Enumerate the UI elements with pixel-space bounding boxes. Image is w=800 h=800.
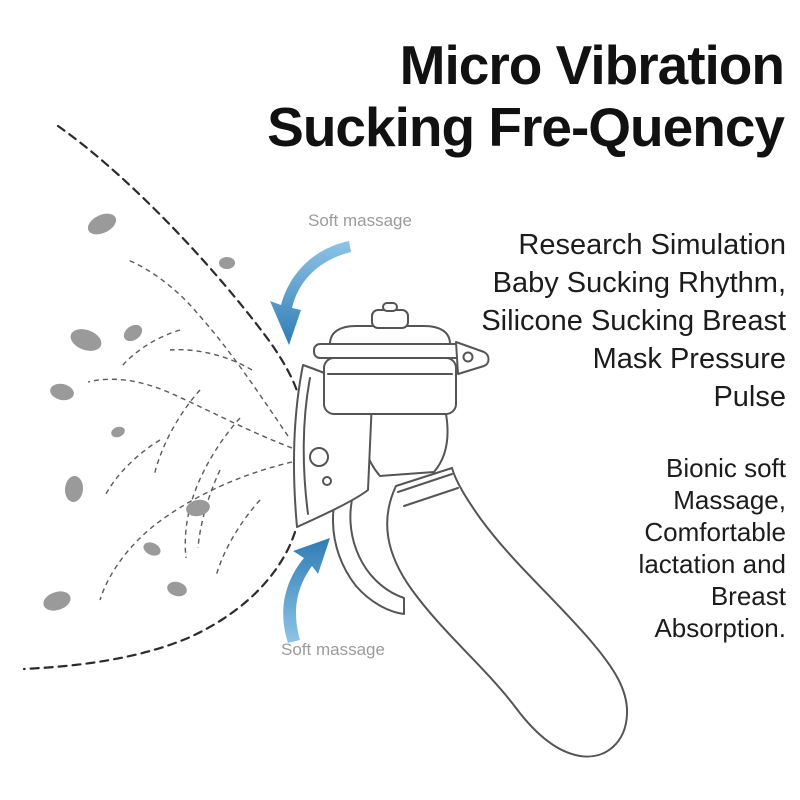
massage-arrow-top-icon (270, 241, 351, 345)
page-title: Micro Vibration Sucking Fre-Quency (267, 34, 785, 158)
pump-illustration (293, 302, 629, 758)
soft-massage-label-top: Soft massage (308, 211, 412, 230)
gland-blobs (43, 213, 235, 611)
soft-massage-label-bottom: Soft massage (281, 640, 385, 659)
bionic-description: Bionic soft Massage, Comfortable lactati… (638, 453, 786, 643)
massage-arrow-bottom-icon (283, 538, 330, 643)
research-description: Research Simulation Baby Sucking Rhythm,… (481, 229, 786, 413)
milk-ducts (87, 259, 293, 601)
breast-outline (22, 124, 299, 671)
